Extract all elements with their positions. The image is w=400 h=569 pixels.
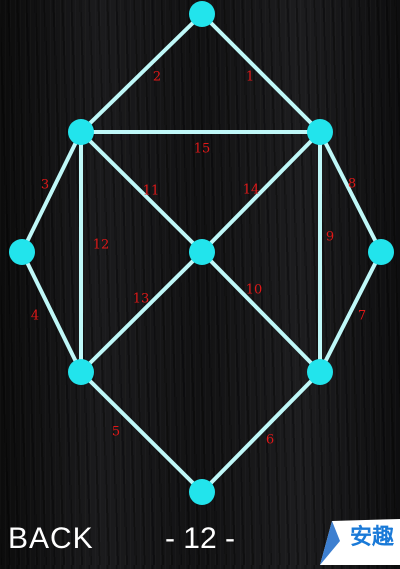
edge-4[interactable]: [20, 250, 83, 374]
edge-label-2: 2: [153, 70, 161, 85]
edge-1[interactable]: [200, 12, 322, 134]
edge-8[interactable]: [318, 130, 383, 254]
edge-label-7: 7: [358, 309, 366, 324]
back-button[interactable]: BACK: [8, 522, 94, 555]
node-upper-left[interactable]: [68, 119, 94, 145]
node-upper-right[interactable]: [307, 119, 333, 145]
watermark-url: anqu.com: [339, 550, 394, 563]
edge-14[interactable]: [200, 130, 322, 254]
edge-label-6: 6: [266, 433, 274, 448]
edge-7[interactable]: [318, 250, 383, 374]
watermark-logo: 安趣 anqu.com: [310, 515, 400, 565]
edge-label-12: 12: [93, 238, 110, 253]
edge-label-3: 3: [41, 178, 49, 193]
level-number: - 12 -: [164, 522, 236, 555]
node-top[interactable]: [189, 1, 215, 27]
node-bottom[interactable]: [189, 479, 215, 505]
node-lower-right[interactable]: [307, 359, 333, 385]
edge-3[interactable]: [20, 130, 83, 254]
edge-2[interactable]: [79, 12, 204, 134]
nodes-layer: [9, 1, 394, 505]
edge-label-10: 10: [246, 283, 263, 298]
edge-label-9: 9: [326, 230, 334, 245]
edge-10[interactable]: [200, 250, 322, 374]
node-right[interactable]: [368, 239, 394, 265]
node-left[interactable]: [9, 239, 35, 265]
edge-label-11: 11: [143, 184, 160, 199]
edge-label-8: 8: [348, 177, 356, 192]
edge-13[interactable]: [79, 250, 204, 374]
node-lower-left[interactable]: [68, 359, 94, 385]
watermark-shape-icon: [320, 519, 400, 565]
edge-label-14: 14: [243, 183, 260, 198]
edge-6[interactable]: [200, 370, 322, 494]
edge-label-5: 5: [112, 425, 120, 440]
edge-11[interactable]: [79, 130, 204, 254]
node-center[interactable]: [189, 239, 215, 265]
watermark-text: 安趣: [349, 525, 394, 550]
edge-label-4: 4: [31, 309, 39, 324]
edge-label-1: 1: [246, 70, 254, 85]
edge-5[interactable]: [79, 370, 204, 494]
edge-label-15: 15: [194, 142, 211, 157]
edges-layer: [20, 12, 383, 494]
edge-label-13: 13: [133, 292, 150, 307]
